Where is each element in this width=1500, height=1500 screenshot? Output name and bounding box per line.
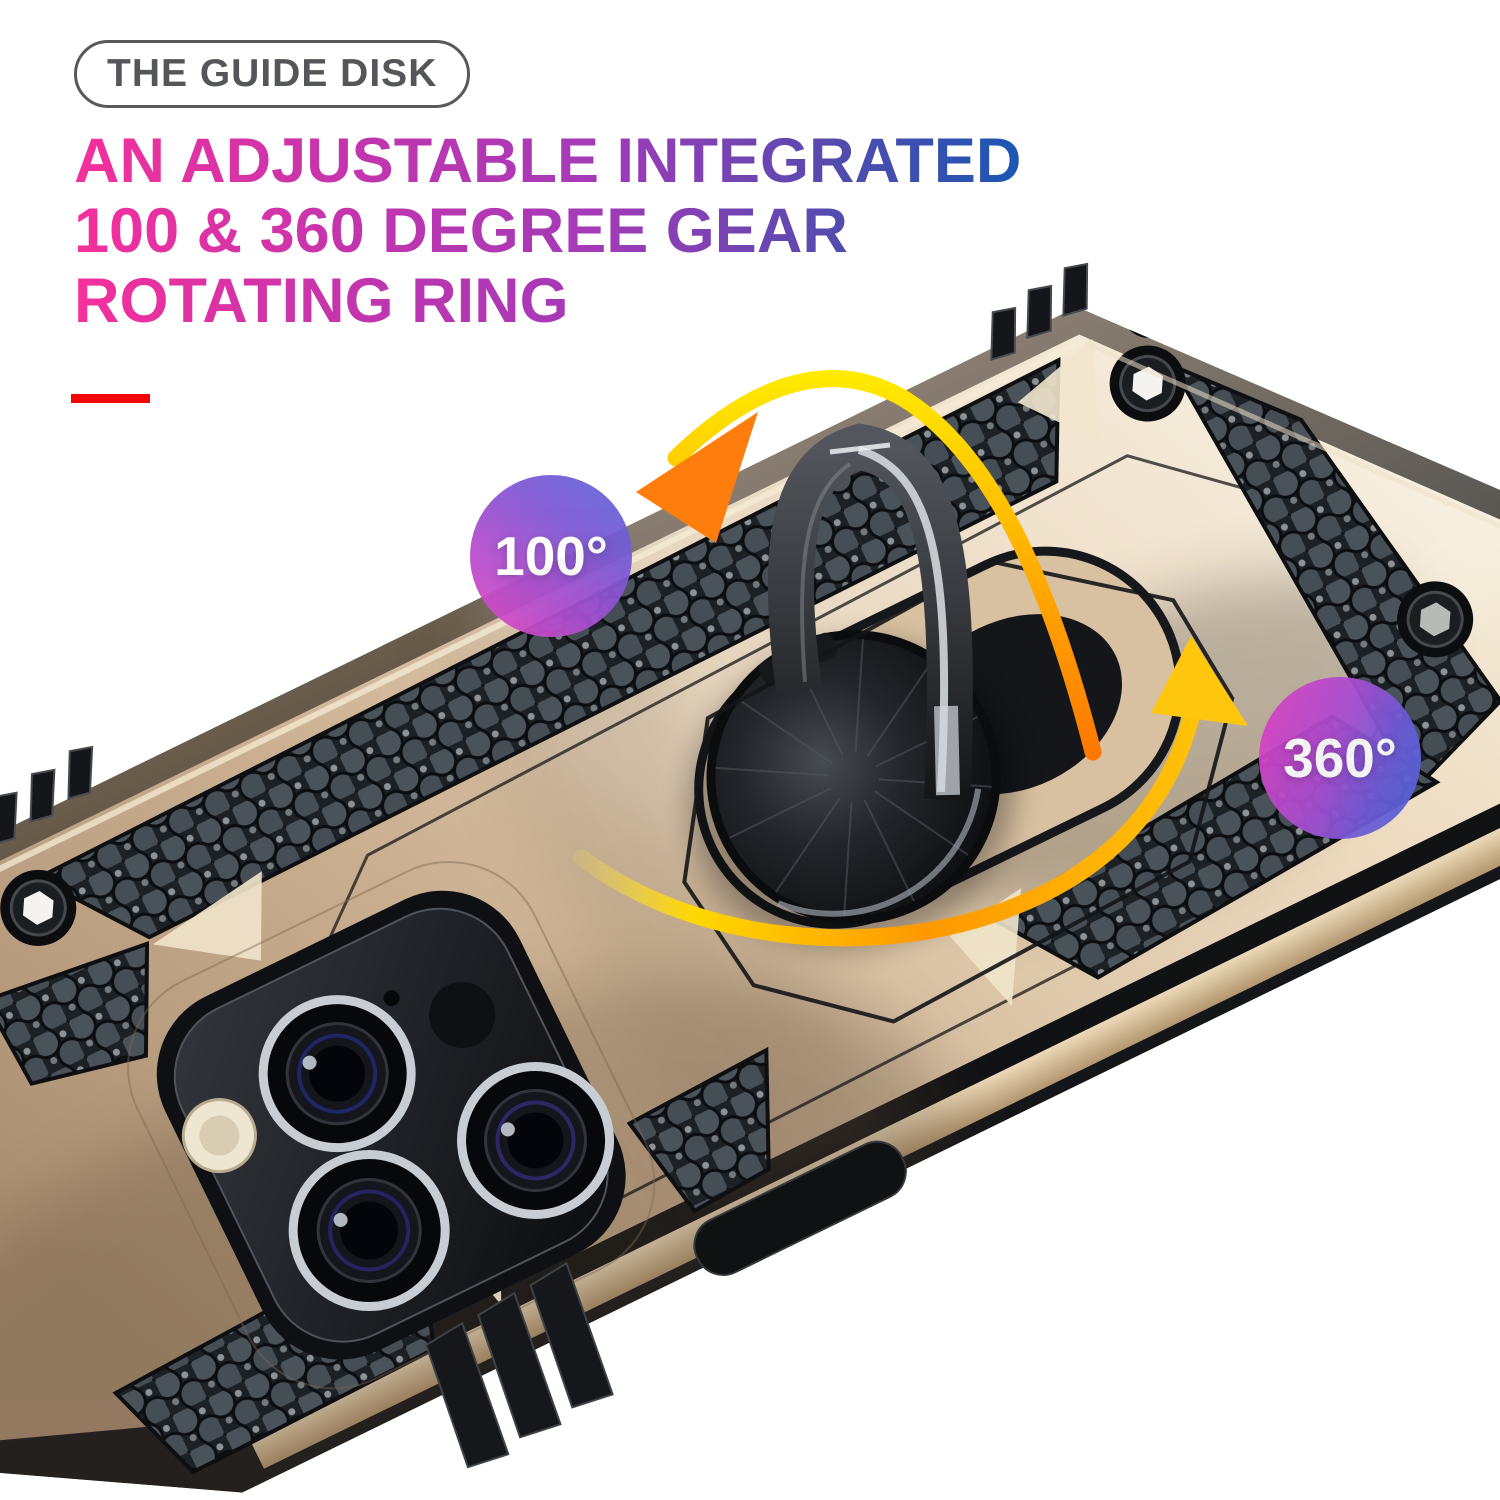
camera-flash-inner [199,1115,240,1156]
camera-lens-2 [288,1150,450,1312]
camera-lens-3 [457,1061,615,1219]
headline-line-3: ROTATING RING [74,266,569,336]
headline-line-1: AN ADJUSTABLE INTEGRATED [74,126,1022,196]
phone-case-graphic [0,148,1500,1500]
honeycomb-patch-upper-left [0,941,150,1086]
bevel-chevron [152,871,262,961]
phone-case [0,148,1500,1500]
mic-dot [383,990,400,1007]
headline-line-2: 100 & 360 DEGREE GEAR [74,196,848,266]
camera-module [127,861,656,1390]
angle-badge-360-label: 360° [1283,727,1397,789]
angle-badge-360: 360° [1259,677,1421,839]
honeycomb-strip-right [1167,361,1500,793]
pill-badge: THE GUIDE DISK [74,40,471,108]
side-button-tabs-left [0,745,94,846]
angle-badge-100: 100° [470,475,632,637]
lidar-sensor [429,981,496,1048]
screw-accent-left [0,869,77,946]
screw-accent-right [1397,581,1474,658]
headline: AN ADJUSTABLE INTEGRATED 100 & 360 DEGRE… [74,126,1021,336]
honeycomb-patch-middle [626,1046,771,1214]
side-button-long [693,1140,907,1276]
side-button-tabs-top-right [990,262,1089,361]
side-button-tabs-bottom [424,1261,614,1469]
pill-badge-label: THE GUIDE DISK [107,52,438,95]
angle-badge-100-label: 100° [494,525,608,587]
camera-lens-1 [258,995,416,1153]
accent-divider [71,394,150,403]
